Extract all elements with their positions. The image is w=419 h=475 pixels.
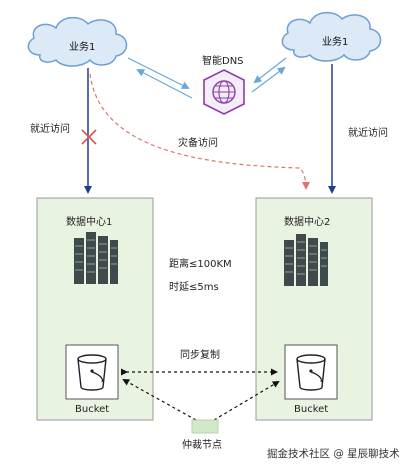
datacenter-2-title: 数据中心2: [284, 217, 331, 228]
disaster-access-label: 灾备访问: [178, 138, 218, 149]
bucket-icon: [284, 344, 338, 400]
cloud-left-label: 业务1: [69, 42, 96, 53]
cloud-left-to-dns-arrow: [127, 57, 190, 89]
watermark: 掘金技术社区 @ 星辰聊技术: [267, 448, 400, 460]
bucket-1-label: Bucket: [75, 404, 110, 415]
cloud-right-label: 业务1: [322, 37, 349, 48]
distance-label: 距离≤100KM: [169, 259, 232, 270]
server-rack-icon: [284, 234, 328, 286]
cloud-right: [281, 11, 382, 62]
disaster-access-arrow: [89, 73, 310, 190]
dns-label: 智能DNS: [202, 56, 244, 67]
cloud-left: [27, 16, 128, 67]
arbiter-to-dc1-arrow: [122, 379, 197, 421]
latency-label: 时延≤5ms: [169, 282, 219, 293]
dns-to-cloud-left-arrow: [136, 69, 193, 99]
sync-replication-label: 同步复制: [180, 350, 220, 361]
dns-to-cloud-right-arrow: [251, 66, 286, 93]
bucket-icon: [65, 344, 119, 400]
arbiter-label: 仲裁节点: [182, 440, 222, 451]
arbiter-to-dc2-arrow: [213, 380, 280, 421]
bucket-2-label: Bucket: [294, 404, 329, 415]
nearby-access-left-label: 就近访问: [30, 124, 70, 135]
cloud-right-to-dns-arrow: [253, 57, 287, 84]
dns-globe-icon: [203, 69, 245, 115]
arbiter-node: [191, 419, 219, 434]
blocked-cross-icon: [81, 129, 97, 145]
server-rack-icon: [74, 232, 118, 284]
nearby-access-right-label: 就近访问: [348, 128, 388, 139]
datacenter-1-title: 数据中心1: [66, 217, 113, 228]
